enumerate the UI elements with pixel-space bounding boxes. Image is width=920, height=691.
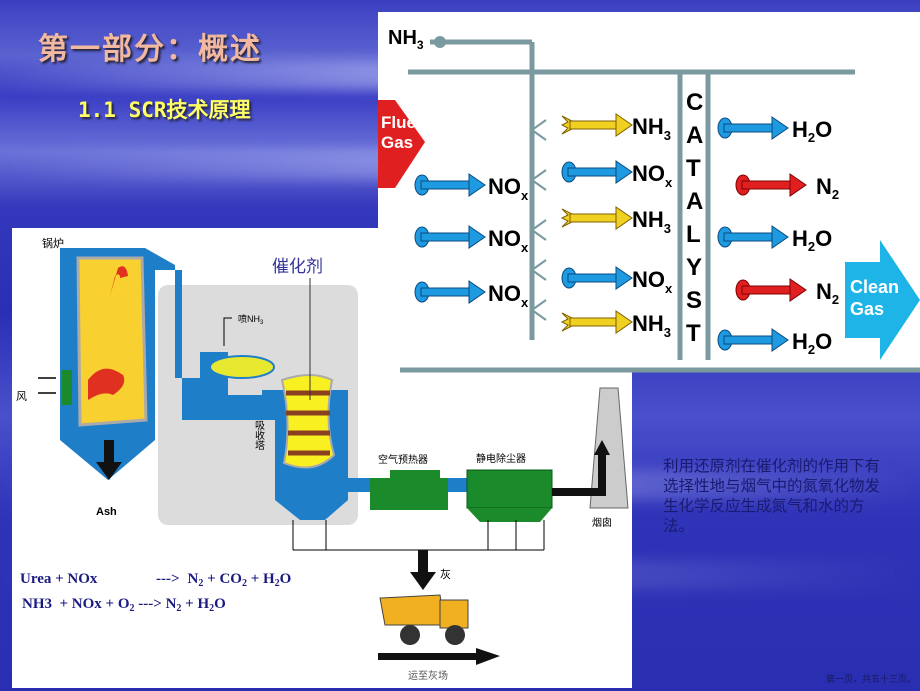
- nh3-label: NH3: [632, 207, 671, 236]
- catalyst-label: 催化剂: [272, 257, 323, 276]
- svg-text:L: L: [686, 221, 701, 248]
- svg-text:A: A: [686, 122, 703, 149]
- esp-label: 静电除尘器: [476, 452, 526, 465]
- equation-nh3: NH3 + NOx + O2 ---> N2 + H2O: [22, 596, 226, 614]
- nh3-mixer: [209, 355, 275, 379]
- svg-text:S: S: [686, 287, 702, 314]
- svg-text:Y: Y: [686, 254, 702, 281]
- ash-arrow: [96, 440, 122, 480]
- ash-label: Ash: [96, 506, 117, 518]
- n2-label: N2: [816, 174, 839, 202]
- boiler: [60, 248, 348, 520]
- dump-truck: [379, 594, 469, 645]
- slide-title: 第一部分：概述: [38, 32, 262, 67]
- catalyst-letters: C A T A L Y S T: [686, 89, 703, 347]
- air-inlet: [62, 370, 72, 405]
- slide-subtitle: 1.1 SCR技术原理: [78, 98, 251, 122]
- electrostatic-precipitator: [466, 469, 553, 509]
- nox-label: NOx: [488, 281, 529, 310]
- page-footer: 第一页，共五十三页。: [826, 675, 917, 685]
- flue-gas-arrow: [378, 100, 425, 188]
- svg-text:C: C: [686, 89, 703, 116]
- h2o-label: H2O: [792, 226, 832, 254]
- nh3-label: NH3: [632, 311, 671, 340]
- nh3-spray-arrow: [223, 317, 232, 346]
- boiler-label: 锅炉: [42, 237, 64, 250]
- nh3-inlet-label: NH3: [388, 27, 424, 52]
- ash-down-arrow: [410, 550, 436, 590]
- h2o-label: H2O: [792, 329, 832, 357]
- chimney-label: 烟囱: [592, 516, 612, 529]
- equation-urea: Urea + NOx--->N2 + CO2 + H2O: [20, 571, 291, 589]
- nox-label: NOx: [488, 174, 529, 203]
- clean-gas-arrow: [845, 240, 920, 360]
- nh3-spray-label: 喷NH3: [238, 314, 264, 326]
- svg-text:T: T: [686, 320, 701, 347]
- h2o-label: H2O: [792, 117, 832, 145]
- air-preheater-label: 空气预热器: [378, 453, 428, 466]
- absorber-label: 吸收塔: [253, 420, 265, 451]
- wind-label: 风: [16, 390, 27, 403]
- n2-label: N2: [816, 279, 839, 307]
- svg-text:T: T: [686, 155, 701, 182]
- ash-cn-label: 灰: [440, 567, 451, 581]
- nox-label: NOx: [632, 161, 673, 190]
- description-text: 利用还原剂在催化剂的作用下有选择性地与烟气中的氮氧化物发生化学反应生成氮气和水的…: [663, 457, 881, 535]
- transport-arrow: [378, 653, 478, 660]
- wind-arrows: [38, 377, 56, 394]
- ash-yard-label: 运至灰场: [408, 669, 448, 682]
- nox-label: NOx: [488, 226, 529, 255]
- svg-text:A: A: [686, 188, 703, 215]
- catalyst-bed: [280, 374, 336, 469]
- nox-label: NOx: [632, 267, 673, 296]
- nh3-label: NH3: [632, 114, 671, 143]
- air-preheater: [370, 470, 448, 510]
